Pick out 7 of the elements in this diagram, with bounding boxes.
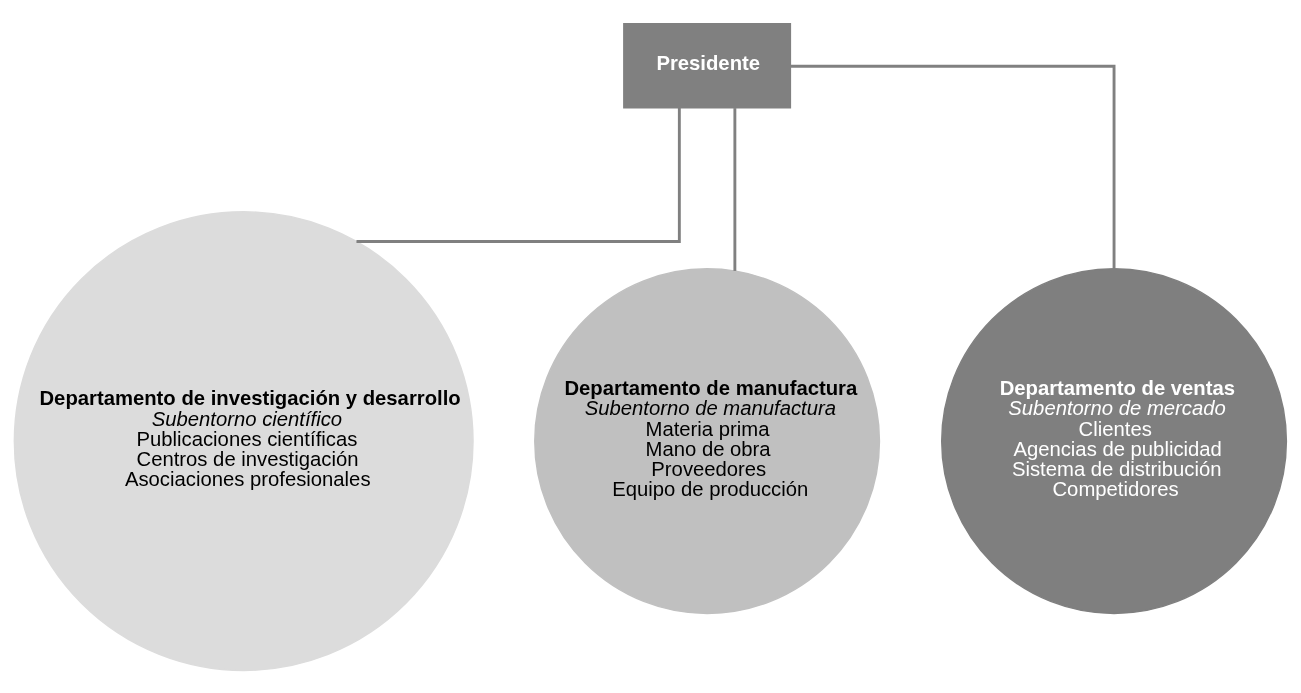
connector xyxy=(356,107,681,243)
node-circle: Departamento de manufactura Subentorno de manufactura Materia prima Mano de obra Proveedores Equipo de producción xyxy=(534,267,881,614)
connector xyxy=(733,107,737,271)
connector xyxy=(790,64,1116,269)
node-box: Presidente xyxy=(623,22,792,108)
node-circle: Departamento de investigación y desarrollo Subentorno científico Publicaciones científicas Centros de investigación Asociaciones profesionales xyxy=(13,210,474,671)
node-circle: Departamento de ventas Subentorno de mercado Clientes Agencias de publicidad Sistema de distribución Competidores xyxy=(941,267,1288,614)
